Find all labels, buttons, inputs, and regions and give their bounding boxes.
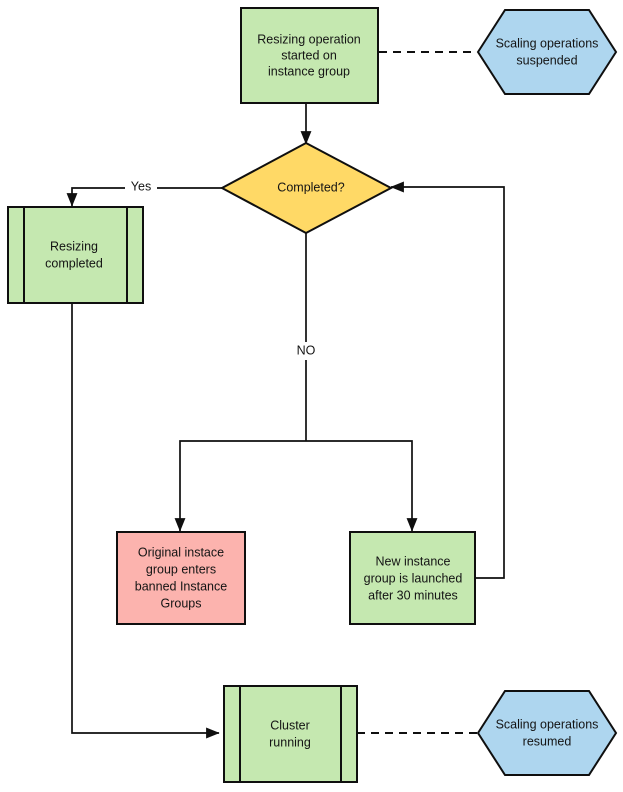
edge-no-to-new-instance-group: [306, 440, 418, 532]
node-completed-decision-label: Completed?: [277, 180, 344, 194]
node-new-instance-group-line-2: group is launched: [364, 571, 463, 585]
node-cluster-running-line-1: Cluster: [270, 718, 310, 732]
node-scaling-suspended-line-1: Scaling operations: [496, 36, 599, 50]
node-new-instance-group-line-1: New instance: [375, 554, 450, 568]
node-banned-instance-groups-line-3: banned Instance: [135, 579, 227, 593]
node-resizing-completed[interactable]: Resizing completed: [7, 206, 144, 304]
node-new-instance-group-line-3: after 30 minutes: [368, 588, 458, 602]
node-banned-instance-groups-shape: [116, 531, 246, 625]
edge-completed-yes-to-resizing-completed: [66, 187, 225, 207]
node-resizing-completed-line-1: Resizing: [50, 239, 98, 253]
node-resizing-started[interactable]: Resizing operation started on instance g…: [240, 7, 379, 104]
node-scaling-suspended-line-2: suspended: [516, 53, 577, 67]
node-cluster-running-line-2: running: [269, 735, 311, 749]
node-banned-instance-groups-line-1: Original instace: [138, 545, 224, 559]
node-resizing-completed-line-2: completed: [45, 256, 103, 270]
node-completed-decision[interactable]: Completed?: [219, 141, 394, 235]
node-scaling-resumed-line-2: resumed: [523, 734, 572, 748]
node-banned-instance-groups[interactable]: Original instace group enters banned Ins…: [116, 531, 246, 625]
edge-resizing-completed-to-cluster-running: [71, 303, 220, 739]
node-cluster-running-shape: [223, 685, 358, 783]
node-scaling-suspended-shape: [476, 9, 618, 95]
node-scaling-resumed-line-1: Scaling operations: [496, 717, 599, 731]
edge-label-no-group: NO: [291, 342, 320, 360]
node-completed-decision-shape: [219, 141, 394, 235]
node-new-instance-group-shape: [349, 531, 476, 625]
edge-label-yes: Yes: [131, 179, 151, 193]
node-resizing-started-line-2: started on: [281, 48, 337, 62]
node-new-instance-group[interactable]: New instance group is launched after 30 …: [349, 531, 476, 625]
edge-no-to-banned-instance-groups: [174, 440, 306, 532]
node-banned-instance-groups-line-2: group enters: [146, 562, 216, 576]
node-scaling-suspended[interactable]: Scaling operations suspended: [476, 9, 618, 95]
edge-label-no-halo: [291, 342, 320, 360]
edge-label-yes-halo: [125, 178, 157, 196]
node-banned-instance-groups-line-4: Groups: [161, 596, 202, 610]
node-scaling-resumed[interactable]: Scaling operations resumed: [476, 690, 618, 776]
edge-label-no: NO: [297, 343, 316, 357]
edge-label-yes-group: Yes: [125, 178, 157, 196]
edge-new-instance-group-to-completed: [390, 181, 505, 579]
node-cluster-running[interactable]: Cluster running: [223, 685, 358, 783]
node-resizing-started-shape: [240, 7, 379, 104]
node-scaling-resumed-shape: [476, 690, 618, 776]
node-resizing-completed-shape: [7, 206, 144, 304]
node-resizing-started-line-1: Resizing operation: [257, 32, 361, 46]
node-resizing-started-line-3: instance group: [268, 64, 350, 78]
